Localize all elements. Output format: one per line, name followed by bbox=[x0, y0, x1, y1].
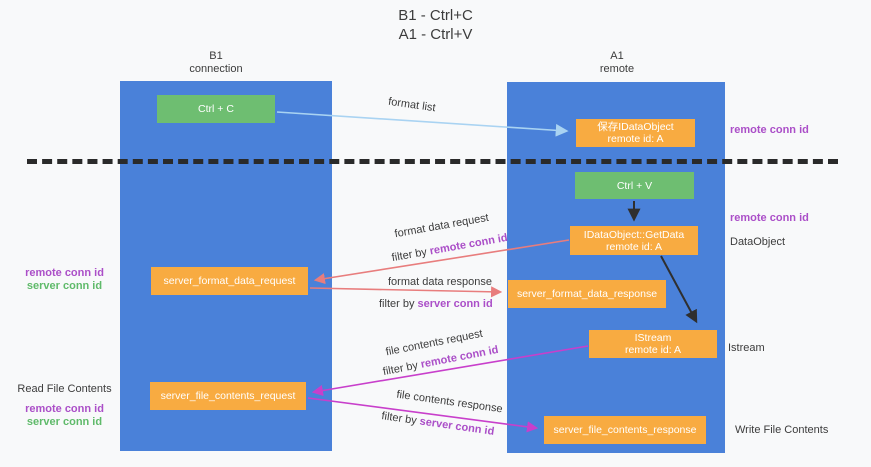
server-file-contents-request-label: server_file_contents_request bbox=[160, 390, 296, 402]
getdata-label: IDataObject::GetData bbox=[583, 228, 685, 241]
dataobject-label: DataObject bbox=[730, 236, 786, 248]
right-remote-conn-id-label-2: remote conn id bbox=[730, 212, 809, 224]
left-column-subtitle: connection bbox=[189, 63, 243, 75]
server-file-contents-response-node: server_file_contents_response bbox=[544, 416, 706, 444]
server-file-contents-request-node: server_file_contents_request bbox=[150, 382, 306, 410]
diagram-title: B1 - Ctrl+C A1 - Ctrl+V bbox=[0, 6, 871, 44]
save-idataobject-node: 保存IDataObject remote id: A bbox=[576, 119, 695, 147]
server-format-data-request-label: server_format_data_request bbox=[163, 275, 296, 287]
left-column-name: B1 bbox=[209, 50, 223, 62]
left-server-conn-id-label-2: server conn id bbox=[26, 416, 103, 428]
right-column-subtitle: remote bbox=[599, 63, 635, 75]
left-read-file-contents-group: Read File Contents remote conn id server… bbox=[12, 383, 117, 429]
server-format-data-response-label: server_format_data_response bbox=[516, 288, 658, 300]
format-data-response-label: format data response bbox=[388, 276, 492, 288]
filter-by-text-2: filter by bbox=[379, 298, 418, 310]
right-column-name: A1 bbox=[610, 50, 624, 62]
istream-remote-id: remote id: A bbox=[624, 344, 682, 356]
phase-separator-dashed-line bbox=[27, 159, 838, 164]
server-file-contents-response-label: server_file_contents_response bbox=[553, 424, 697, 436]
file-contents-response-arrow bbox=[307, 397, 539, 433]
title-line-1: B1 - Ctrl+C bbox=[398, 7, 473, 24]
istream-node: IStream remote id: A bbox=[589, 330, 717, 358]
format-list-arrow bbox=[276, 111, 569, 137]
getdata-remote-id: remote id: A bbox=[605, 240, 663, 253]
ctrl-v-node: Ctrl + V bbox=[575, 172, 694, 199]
server-format-data-request-node: server_format_data_request bbox=[151, 267, 308, 295]
save-idataobject-remote-id: remote id: A bbox=[607, 133, 664, 145]
right-column-header: A1 remote bbox=[547, 50, 687, 76]
format-response-filter-label: filter by server conn id bbox=[379, 298, 493, 310]
ctrl-c-label: Ctrl + C bbox=[198, 103, 234, 115]
server-format-data-response-node: server_format_data_response bbox=[508, 280, 666, 308]
left-remote-conn-id-label-2: remote conn id bbox=[25, 403, 104, 415]
istream-label: IStream bbox=[634, 332, 672, 344]
save-idataobject-label: 保存IDataObject bbox=[597, 121, 674, 133]
ctrl-c-node: Ctrl + C bbox=[157, 95, 275, 123]
file-contents-request-arrow bbox=[311, 345, 589, 397]
istream-side-label: Istream bbox=[728, 342, 765, 354]
read-file-contents-label: Read File Contents bbox=[17, 383, 112, 395]
right-remote-conn-id-label-1: remote conn id bbox=[730, 124, 809, 136]
idataobject-getdata-node: IDataObject::GetData remote id: A bbox=[570, 226, 698, 255]
write-file-contents-label: Write File Contents bbox=[735, 424, 829, 436]
getdata-to-istream-arrow bbox=[660, 255, 698, 324]
filter-server-conn-id-2: server conn id bbox=[417, 298, 493, 310]
left-conn-id-group-top: remote conn id server conn id bbox=[12, 267, 117, 293]
format-data-request-arrow bbox=[313, 239, 570, 285]
format-data-response-arrow bbox=[309, 286, 503, 298]
left-column-header: B1 connection bbox=[146, 50, 286, 76]
title-line-2: A1 - Ctrl+V bbox=[398, 26, 473, 43]
ctrl-v-label: Ctrl + V bbox=[616, 179, 653, 192]
left-server-conn-id-label-1: server conn id bbox=[26, 280, 103, 292]
left-remote-conn-id-label-1: remote conn id bbox=[25, 267, 104, 279]
